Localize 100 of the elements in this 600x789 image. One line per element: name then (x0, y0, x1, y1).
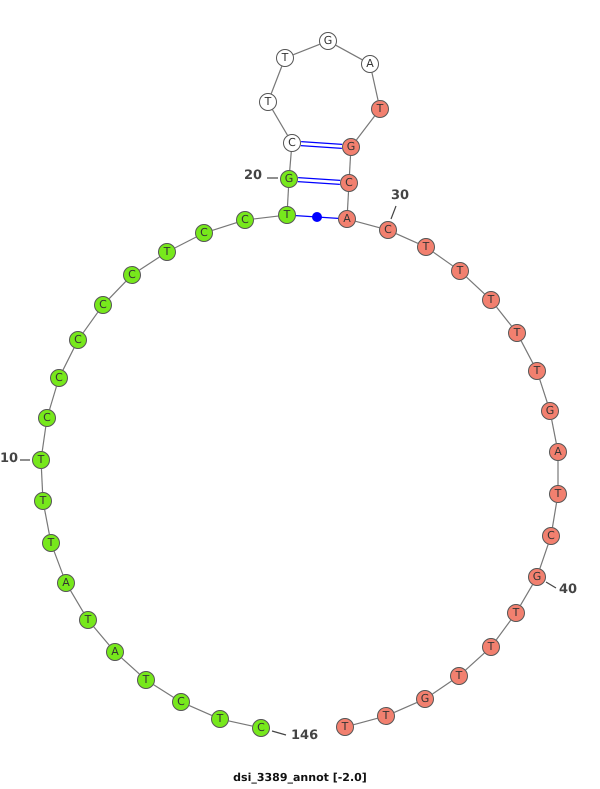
nucleotide-circle (57, 574, 75, 592)
base-letter: G (420, 691, 430, 707)
backbone-line (466, 276, 485, 294)
base-pair-line (298, 177, 340, 185)
nucleotide-circle (42, 534, 60, 552)
backbone-line (212, 222, 237, 231)
base-letter: T (486, 639, 496, 655)
base-letter: T (84, 612, 92, 628)
nucleotide-circle (528, 362, 546, 380)
base-letter: C (240, 212, 250, 228)
nucleotide-circle (451, 262, 469, 280)
position-number: 30 (391, 189, 410, 203)
backbone-line (496, 620, 512, 640)
base-letter: T (282, 207, 292, 223)
base-letter: T (454, 668, 464, 684)
backbone-line (49, 386, 57, 410)
backbone-line (62, 348, 75, 370)
nucleotide-circle (542, 527, 560, 545)
position-number: 146 (291, 729, 318, 743)
nucleotide-circle (450, 667, 468, 685)
backbone-line (433, 252, 453, 266)
base-letter: C (73, 332, 83, 348)
backbone-line (465, 652, 485, 670)
base-letter: A (342, 211, 352, 227)
nucleotide-circle (252, 719, 270, 737)
position-number: 40 (559, 583, 578, 597)
nucleotide-circle (549, 443, 567, 461)
base-letter: C (256, 720, 266, 736)
base-letter: A (365, 56, 375, 72)
nucleotide-circle (482, 291, 500, 309)
base-letter: G (544, 403, 556, 419)
backbone-line (270, 66, 282, 94)
base-letter: A (61, 575, 71, 591)
base-letter: T (46, 535, 56, 551)
base-letter: G (346, 139, 356, 155)
position-number: 20 (244, 169, 262, 183)
nucleotide-circle (336, 718, 354, 736)
backbone-line (44, 510, 50, 534)
backbone-line (551, 420, 557, 444)
backbone-line (348, 156, 352, 174)
base-letter: C (287, 135, 297, 151)
base-letter: T (376, 101, 384, 117)
nucleotide-circle (319, 32, 337, 50)
base-letter: C (54, 370, 64, 386)
nucleotide-circle (259, 93, 277, 111)
base-pair-line (296, 212, 338, 222)
backbone-line (520, 584, 533, 606)
nucleotide-circle (278, 206, 296, 224)
backbone-line (354, 718, 378, 726)
base-letter: G (322, 33, 334, 49)
backbone-line (189, 705, 212, 716)
backbone-line (40, 468, 44, 492)
backbone-line (121, 658, 140, 674)
nucleotide-circle (340, 174, 358, 192)
backbone-line (139, 256, 160, 271)
base-letter: T (142, 672, 150, 688)
base-letter: T (532, 363, 542, 379)
base-letter: C (344, 175, 354, 191)
base-letter: A (553, 444, 563, 460)
base-letter: C (176, 694, 186, 710)
nucleotide-circle (158, 243, 176, 261)
base-letter: T (512, 605, 520, 621)
backbone-line (396, 233, 418, 244)
nucleotide-circle (123, 266, 141, 284)
base-letter: C (98, 297, 108, 313)
backbone-line (228, 720, 252, 727)
nucleotide-circle (106, 643, 124, 661)
backbone-line (286, 188, 290, 206)
nucleotide-circle (38, 409, 56, 427)
base-letter: T (486, 292, 496, 308)
nucleotide-circle (211, 710, 229, 728)
position-number: 10 (0, 452, 18, 466)
nucleotide-circle (541, 402, 559, 420)
nucleotide-circle (283, 134, 301, 152)
backbone-line (293, 44, 320, 56)
backbone-line (174, 236, 196, 248)
base-letter: T (382, 708, 390, 724)
base-letter: C (42, 410, 52, 426)
base-letter: T (38, 493, 48, 509)
nucleotide-circle (416, 690, 434, 708)
base-letter: A (110, 644, 120, 660)
backbone-line (153, 684, 174, 698)
nucleotide-circle (172, 693, 190, 711)
base-letter: T (554, 486, 562, 502)
nucleotide-circle (338, 210, 356, 228)
base-letter: T (36, 452, 46, 468)
caption: dsi_3389_annot [-2.0] (232, 771, 368, 784)
backbone-line (42, 426, 46, 452)
nucleotide-circle (34, 492, 52, 510)
nucleotide-circle (137, 671, 155, 689)
base-letter: G (284, 171, 294, 187)
nucleotide-circle (508, 324, 526, 342)
backbone-line (254, 215, 278, 220)
backbone-line (336, 44, 362, 60)
backbone-line (93, 626, 110, 646)
nucleotide-circle (549, 485, 567, 503)
backbone-line (496, 306, 512, 326)
backbone-line (272, 109, 288, 136)
backbone-line (289, 152, 292, 170)
nucleotide-circle (79, 611, 97, 629)
